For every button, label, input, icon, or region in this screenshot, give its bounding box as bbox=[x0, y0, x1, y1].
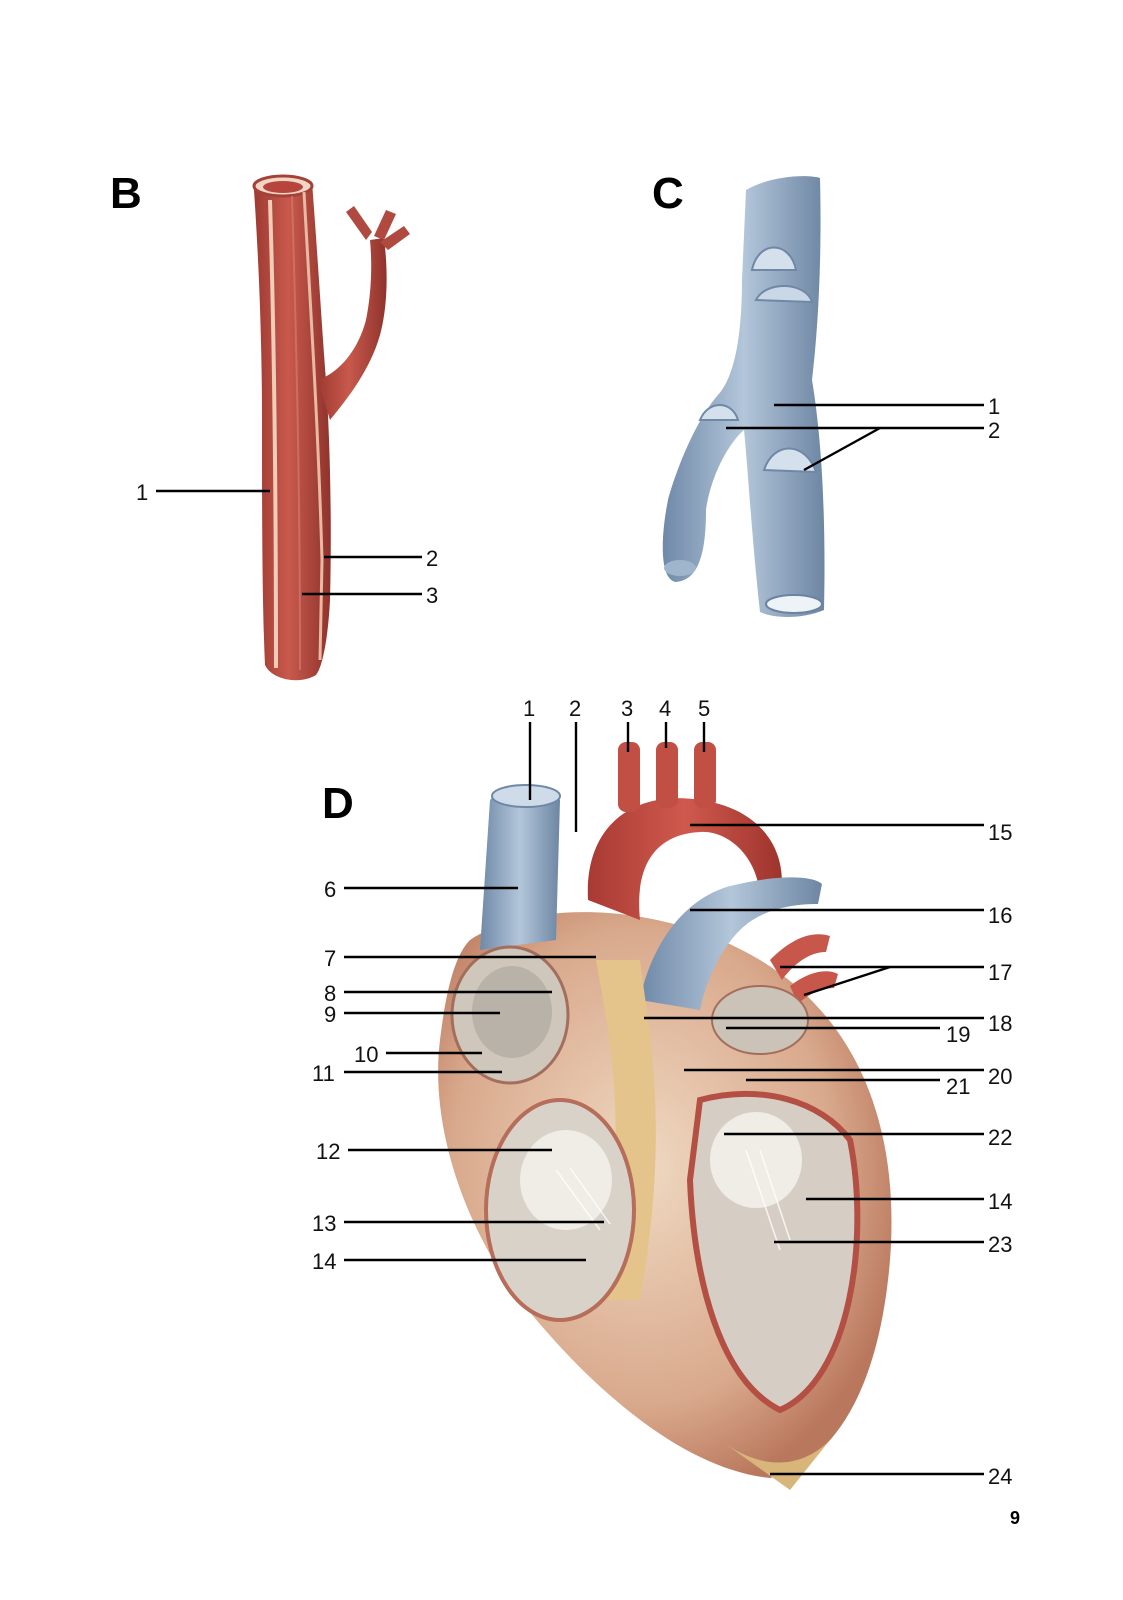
heart-illustration bbox=[438, 742, 892, 1490]
label-d-13: 13 bbox=[312, 1211, 336, 1236]
label-d-9: 9 bbox=[324, 1002, 336, 1027]
label-d-6: 6 bbox=[324, 877, 336, 902]
label-d-8: 8 bbox=[324, 981, 336, 1006]
label-d-19: 19 bbox=[946, 1022, 970, 1047]
label-d-14-right: 14 bbox=[988, 1189, 1012, 1214]
leader-c-2b bbox=[803, 426, 881, 472]
vein-illustration bbox=[662, 176, 825, 617]
heart-leaders-left bbox=[344, 886, 604, 1262]
label-d-7: 7 bbox=[324, 946, 336, 971]
label-d-21: 21 bbox=[946, 1074, 970, 1099]
label-d-4: 4 bbox=[659, 696, 671, 721]
panel-letter-c: C bbox=[652, 169, 684, 218]
label-c-2: 2 bbox=[988, 418, 1000, 443]
heart-leaders-right bbox=[644, 823, 984, 1476]
panel-letter-b: B bbox=[110, 169, 142, 218]
label-d-17: 17 bbox=[988, 960, 1012, 985]
label-c-1: 1 bbox=[988, 394, 1000, 419]
label-d-16: 16 bbox=[988, 903, 1012, 928]
label-d-12: 12 bbox=[316, 1139, 340, 1164]
label-b-2: 2 bbox=[426, 546, 438, 571]
label-d-23: 23 bbox=[988, 1232, 1012, 1257]
label-d-18: 18 bbox=[988, 1011, 1012, 1036]
label-d-24: 24 bbox=[988, 1464, 1012, 1489]
label-d-15: 15 bbox=[988, 820, 1012, 845]
label-d-2: 2 bbox=[569, 696, 581, 721]
panel-letter-d: D bbox=[322, 779, 354, 828]
label-d-22: 22 bbox=[988, 1125, 1012, 1150]
artery-illustration bbox=[252, 174, 410, 681]
label-d-11: 11 bbox=[312, 1061, 335, 1086]
label-b-1: 1 bbox=[136, 480, 148, 505]
heart-leaders-top bbox=[528, 722, 706, 832]
label-d-10: 10 bbox=[354, 1042, 378, 1067]
label-b-3: 3 bbox=[426, 583, 438, 608]
label-d-20: 20 bbox=[988, 1064, 1012, 1089]
label-d-3: 3 bbox=[621, 696, 633, 721]
label-d-1: 1 bbox=[523, 696, 535, 721]
page-number: 9 bbox=[1010, 1508, 1021, 1528]
label-d-5: 5 bbox=[698, 696, 710, 721]
label-d-14-left: 14 bbox=[312, 1249, 336, 1274]
